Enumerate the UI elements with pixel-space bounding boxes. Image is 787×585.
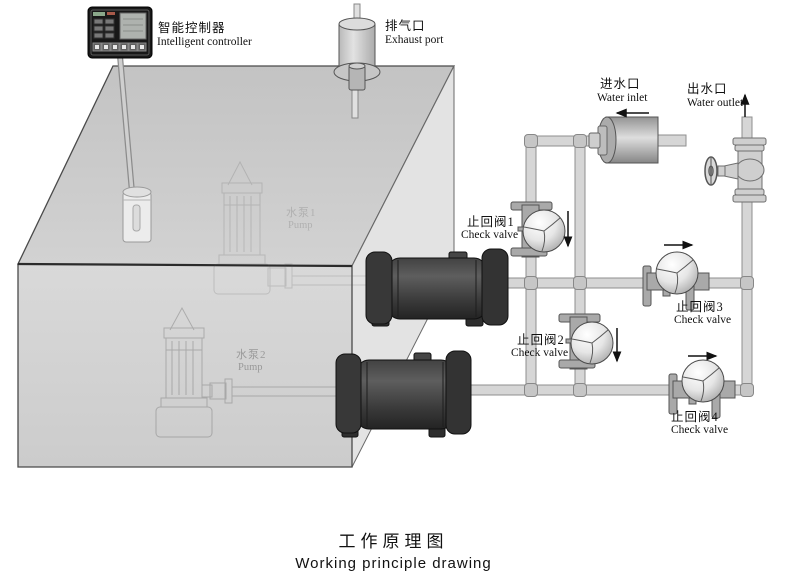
intelligent-controller-panel xyxy=(87,6,153,59)
exhaust-port-label-zh: 排气口 xyxy=(385,19,426,33)
exhaust-port-device xyxy=(333,3,381,119)
diagram-title-zh: 工作原理图 xyxy=(338,532,449,551)
check-valve-4-label-zh: 止回阀4 xyxy=(671,410,719,424)
check-valve-4-label-en: Check valve xyxy=(671,424,729,436)
pump-1-label-en: Pump xyxy=(288,220,313,231)
controller-label-zh: 智能控制器 xyxy=(158,21,226,35)
water-outlet-label-zh: 出水口 xyxy=(687,82,728,96)
outlet-globe-valve xyxy=(704,137,767,203)
check-valve-2-label-zh: 止回阀2 xyxy=(517,333,565,347)
flow-arrows xyxy=(563,93,750,363)
check-valve-2-label-en: Check valve xyxy=(511,347,569,359)
check-valve-3-label-zh: 止回阀3 xyxy=(676,300,724,314)
pump-2-label-zh: 水泵2 xyxy=(236,349,267,361)
controller-label-en: Intelligent controller xyxy=(157,36,252,48)
submersible-pump-2-ghost xyxy=(155,306,339,438)
check-valve-1-label-en: Check valve xyxy=(461,229,519,241)
inlet-cylinder xyxy=(588,116,659,164)
check-valve-3-label-en: Check valve xyxy=(674,314,732,326)
check-valve-1 xyxy=(510,201,566,258)
water-inlet-label-zh: 进水口 xyxy=(600,77,641,91)
discharge-cylinder-1 xyxy=(365,248,509,327)
pump-1-label-zh: 水泵1 xyxy=(286,207,317,219)
discharge-cylinder-2 xyxy=(335,350,472,438)
check-valve-2 xyxy=(558,313,614,370)
water-inlet-label-en: Water inlet xyxy=(597,92,648,104)
exhaust-port-label-en: Exhaust port xyxy=(385,34,444,46)
level-sensor-pole xyxy=(117,55,135,193)
water-outlet-label-en: Water outlet xyxy=(687,97,744,109)
float-level-sensor xyxy=(122,186,152,243)
piping-network xyxy=(463,116,754,397)
diagram-title: 工作原理图 Working principle drawing xyxy=(0,527,787,572)
diagram-title-en: Working principle drawing xyxy=(295,555,492,572)
pump-2-label-en: Pump xyxy=(238,362,263,373)
check-valve-1-label-zh: 止回阀1 xyxy=(467,215,515,229)
